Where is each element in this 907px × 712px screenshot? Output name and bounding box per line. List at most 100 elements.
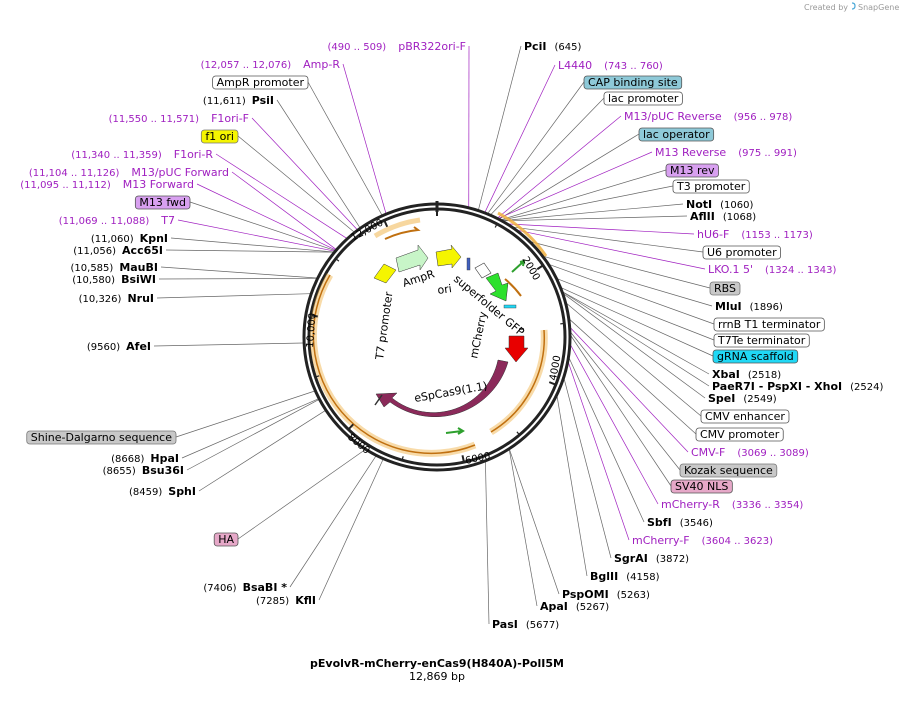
label-name: PciI: [524, 40, 546, 53]
label-text: M13 rev: [670, 164, 715, 177]
label-u6-promoter[interactable]: U6 promoter: [702, 245, 781, 260]
label-position: (3336 .. 3354): [732, 500, 804, 511]
label-mlui[interactable]: MluI(1896): [715, 300, 783, 313]
label-kfli[interactable]: KflI(7285): [256, 594, 316, 607]
label-sv40-nls[interactable]: SV40 NLS: [670, 479, 733, 494]
label-xbai[interactable]: XbaI(2518): [712, 368, 781, 381]
label-m13-puc-reverse[interactable]: M13/pUC Reverse(956 .. 978): [624, 110, 792, 123]
label-sgrai[interactable]: SgrAI(3872): [614, 552, 689, 565]
label-pspomi[interactable]: PspOMI(5263): [562, 588, 650, 601]
label-cmv-enhancer[interactable]: CMV enhancer: [700, 409, 790, 424]
label-f1ori-r[interactable]: F1ori-R(11,340 .. 11,359): [71, 148, 213, 161]
label-name: NruI: [127, 292, 154, 305]
label-position: (5677): [526, 620, 559, 631]
label-m13-forward[interactable]: M13 Forward (11,095 .. 11,112): [20, 178, 194, 191]
label-afei[interactable]: AfeI(9560): [87, 340, 151, 353]
label-m13-fwd[interactable]: M13 fwd: [134, 195, 191, 210]
label-t7te-terminator[interactable]: T7Te terminator: [713, 333, 810, 348]
label-pasi[interactable]: PasI (5677): [492, 618, 559, 631]
label-f1ori-f[interactable]: F1ori-F(11,550 .. 11,571): [109, 112, 249, 125]
label-cmv-f[interactable]: CMV-F(3069 .. 3089): [691, 446, 809, 459]
label-position: (10,585): [71, 263, 114, 274]
label-position: (8668): [111, 454, 144, 465]
label-hpai[interactable]: HpaI(8668): [111, 452, 179, 465]
label-position: (490 .. 509): [328, 42, 387, 53]
label-amp-r[interactable]: Amp-R(12,057 .. 12,076): [201, 58, 341, 71]
label-nrui[interactable]: NruI(10,326): [79, 292, 154, 305]
label-m13-puc-forward[interactable]: M13/pUC Forward(11,104 .. 11,126): [29, 166, 229, 179]
label-mcherry-f[interactable]: mCherry-F(3604 .. 3623): [632, 534, 773, 547]
espcas9-arrow: [375, 359, 509, 418]
label-name: L4440: [558, 59, 592, 72]
label-text: T7Te terminator: [717, 334, 806, 347]
label-name: MluI: [715, 300, 742, 313]
label-m13-rev[interactable]: M13 rev: [665, 163, 719, 178]
label-name: Acc65I: [122, 244, 163, 257]
label-ampr-promoter[interactable]: AmpR promoter: [212, 75, 309, 90]
label-position: (2518): [748, 370, 781, 381]
label-lac-promoter[interactable]: lac promoter: [603, 91, 683, 106]
label-bglii[interactable]: BglII(4158): [590, 570, 660, 583]
label-aflii[interactable]: AflII(1068): [690, 210, 756, 223]
label-f1-ori[interactable]: f1 ori: [200, 129, 239, 144]
label-position: (5263): [617, 590, 650, 601]
label-name: M13/pUC Reverse: [624, 110, 722, 123]
label-position: (11,095 .. 11,112): [20, 180, 111, 191]
label-bsu36i[interactable]: Bsu36I(8655): [103, 464, 184, 477]
label-shine-dalgarno-sequence[interactable]: Shine-Dalgarno sequence: [26, 430, 177, 445]
label-psii[interactable]: PsiI(11,611): [203, 94, 274, 107]
label-position: (645): [554, 42, 581, 53]
label-pcii[interactable]: PciI (645): [524, 40, 581, 53]
lac-promoter-arrow: [474, 262, 492, 279]
label-bsiwi[interactable]: BsiWI(10,580): [72, 273, 156, 286]
label-hu6-f[interactable]: hU6-F(1153 .. 1173): [697, 228, 813, 241]
label-kpni[interactable]: KpnI(11,060): [91, 232, 168, 245]
label-pbr322ori-f[interactable]: pBR322ori-F(490 .. 509): [328, 40, 466, 53]
label-cmv-promoter[interactable]: CMV promoter: [695, 427, 784, 442]
label-sphi[interactable]: SphI(8459): [129, 485, 196, 498]
label-spei[interactable]: SpeI(2549): [708, 392, 777, 405]
label-name: F1ori-R: [174, 148, 214, 161]
ampr-promoter-arc: [384, 226, 421, 240]
label-m13-reverse[interactable]: M13 Reverse (975 .. 991): [655, 146, 797, 159]
label-bsabi[interactable]: BsaBI *(7406): [203, 581, 287, 594]
label-text: SV40 NLS: [675, 480, 728, 493]
label-name: SbfI: [647, 516, 672, 529]
label-lac-operator[interactable]: lac operator: [638, 127, 715, 142]
label-name: M13 Forward: [123, 178, 194, 191]
label-l4440[interactable]: L4440(743 .. 760): [558, 59, 663, 72]
label-t7[interactable]: T7(11,069 .. 11,088): [59, 214, 175, 227]
label-t3-promoter[interactable]: T3 promoter: [672, 179, 750, 194]
credit-brand: SnapGene: [858, 3, 899, 12]
label-mcherry-r[interactable]: mCherry-R(3336 .. 3354): [661, 498, 803, 511]
label-grna-scaffold[interactable]: gRNA scaffold: [712, 349, 799, 364]
u6-promoter-block: [466, 257, 471, 271]
label-noti[interactable]: NotI(1060): [686, 198, 753, 211]
label-name: Bsu36I: [142, 464, 184, 477]
label-kozak-sequence[interactable]: Kozak sequence: [679, 463, 778, 478]
label-rrnb-t1-terminator[interactable]: rrnB T1 terminator: [713, 317, 825, 332]
label-connectors: [153, 45, 715, 625]
sd-arrow: [445, 427, 465, 435]
label-position: (11,069 .. 11,088): [59, 216, 150, 227]
label-lko-1-5[interactable]: LKO.1 5'(1324 .. 1343): [708, 263, 836, 276]
label-apai[interactable]: ApaI(5267): [540, 600, 609, 613]
label-name: M13 Reverse: [655, 146, 726, 159]
label-position: (975 .. 991): [738, 148, 797, 159]
label-sbfi[interactable]: SbfI(3546): [647, 516, 713, 529]
label-name: KpnI: [140, 232, 168, 245]
ori-arrow: [435, 244, 462, 269]
label-rbs[interactable]: RBS: [709, 281, 741, 296]
label-ha[interactable]: HA: [213, 532, 239, 547]
label-name: PasI: [492, 618, 518, 631]
tick-label-6000: 6000: [464, 451, 491, 467]
label-acc65i[interactable]: Acc65I(11,056): [73, 244, 163, 257]
label-position: (11,611): [203, 96, 246, 107]
label-name: MauBI: [119, 261, 158, 274]
label-paer7i-pspxi-xhoi[interactable]: PaeR7I - PspXI - XhoI(2524): [712, 380, 884, 393]
label-position: (10,580): [72, 275, 115, 286]
label-name: PaeR7I - PspXI - XhoI: [712, 380, 842, 393]
label-maubi[interactable]: MauBI (10,585): [71, 261, 158, 274]
label-cap-binding-site[interactable]: CAP binding site: [583, 75, 683, 90]
